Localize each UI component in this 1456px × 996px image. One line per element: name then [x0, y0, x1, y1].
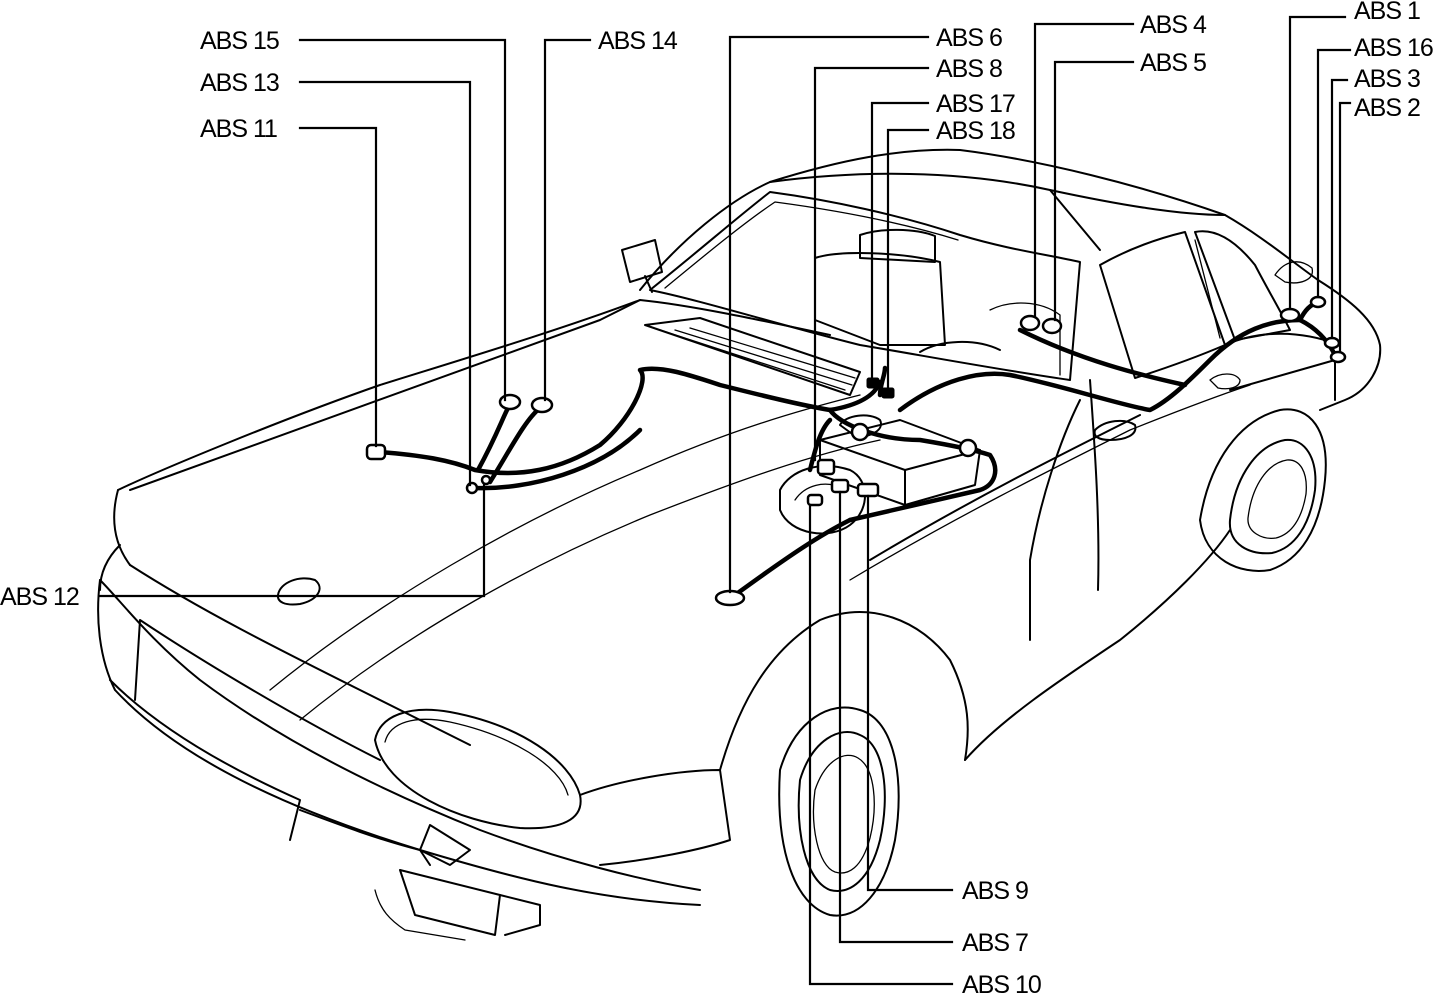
- connector-abs13: [465, 481, 479, 495]
- label-abs16: ABS 16: [1354, 34, 1433, 62]
- label-abs12: ABS 12: [0, 583, 79, 611]
- leader-abs4: [1033, 22, 1135, 319]
- connector-abs3: [1323, 336, 1341, 350]
- connector-abs15: [498, 393, 522, 411]
- connector-abs4: [1019, 314, 1041, 332]
- leader-abs17: [870, 101, 930, 380]
- connector-abs17: [866, 377, 880, 389]
- scuttle-vent: [644, 317, 861, 396]
- leader-abs12: [98, 483, 486, 598]
- label-abs1: ABS 1: [1354, 0, 1420, 25]
- connector-abs5: [1041, 317, 1063, 335]
- label-abs17: ABS 17: [936, 90, 1015, 118]
- connector-abs12: [480, 474, 492, 486]
- label-abs8: ABS 8: [936, 55, 1002, 83]
- connector-abs8: [816, 458, 836, 476]
- connector-abs10: [806, 493, 824, 507]
- leader-abs13: [298, 80, 472, 487]
- connector-abs16: [1309, 295, 1327, 309]
- leader-abs11: [298, 126, 378, 448]
- abs-wiring-harness: [377, 299, 1338, 598]
- label-abs3: ABS 3: [1354, 65, 1420, 93]
- leader-abs3: [1330, 78, 1349, 340]
- label-abs11: ABS 11: [200, 115, 277, 143]
- leader-abs2: [1338, 101, 1352, 354]
- label-abs14: ABS 14: [598, 27, 678, 55]
- leader-abs15: [298, 38, 507, 402]
- leader-abs1: [1288, 15, 1347, 311]
- label-abs7: ABS 7: [962, 929, 1028, 957]
- leader-abs5: [1053, 60, 1135, 322]
- car-outline: [97, 148, 1382, 941]
- connector-abs14: [530, 396, 554, 414]
- connector-junction-2: [958, 438, 978, 458]
- label-abs4: ABS 4: [1140, 11, 1207, 39]
- leader-lines: [98, 15, 1352, 986]
- leader-abs16: [1316, 48, 1352, 299]
- label-abs18: ABS 18: [936, 117, 1015, 145]
- label-abs6: ABS 6: [936, 24, 1002, 52]
- connector-junction: [850, 422, 870, 442]
- label-abs2: ABS 2: [1354, 94, 1420, 122]
- connector-abs18: [881, 387, 895, 399]
- leader-abs6: [728, 35, 930, 594]
- leader-abs8: [813, 66, 930, 462]
- leader-abs7: [838, 490, 954, 944]
- leader-abs10: [808, 503, 954, 986]
- leader-abs18: [886, 128, 930, 390]
- label-abs9: ABS 9: [962, 877, 1028, 905]
- connector-abs2: [1329, 350, 1347, 364]
- label-abs5: ABS 5: [1140, 49, 1206, 77]
- leader-abs9: [866, 494, 954, 892]
- connector-abs9: [856, 482, 880, 498]
- connector-abs1: [1279, 307, 1301, 323]
- label-abs15: ABS 15: [200, 27, 279, 55]
- label-abs13: ABS 13: [200, 69, 279, 97]
- label-abs10: ABS 10: [962, 971, 1041, 996]
- leader-abs14: [543, 38, 592, 402]
- connector-abs7: [830, 478, 850, 494]
